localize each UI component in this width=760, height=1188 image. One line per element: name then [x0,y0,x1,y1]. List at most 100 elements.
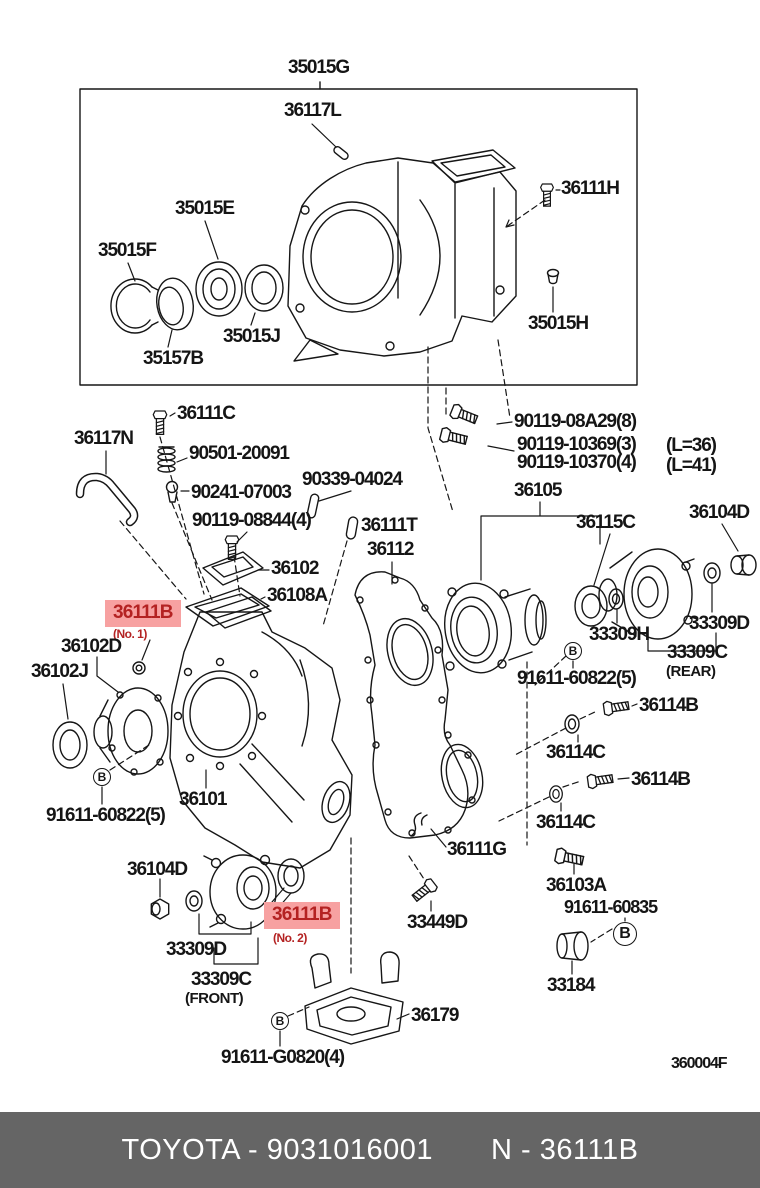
part-label-36108a: 36108A [267,585,328,606]
part-label-36114c: 36114C [536,812,596,833]
nut-36104d-front [150,878,170,920]
bearing-36115c [574,533,611,627]
part-label-90241-07003: 90241-07003 [191,482,292,503]
part-label-90119-10369(3): 90119-10369(3) [517,434,637,455]
part-label-33309d: 33309D [689,613,750,634]
bearing-35015e [195,261,243,317]
clip-36111g [410,812,447,848]
part-label-35015g: 35015G [288,57,350,78]
washer-33309d-front [185,890,203,912]
seal-36111b-no2 [271,858,305,908]
tube-36117n [75,450,139,527]
ring-33309h [608,588,624,624]
part-label-36117n: 36117N [74,428,134,449]
collar-36104d-rear [721,523,757,576]
pin-36111t [345,516,359,540]
part-label-36114c: 36114C [546,742,606,763]
bolt-36114b-1 [602,697,638,717]
part-label-36111b: 36111B [264,902,340,929]
part-label-36114b: 36114B [639,695,699,716]
part-label-36117l: 36117L [284,100,342,121]
part-label-36111c: 36111C [177,403,236,424]
part-label-91611-60822(5): 91611-60822(5) [517,668,637,689]
front-case-36101 [169,596,353,869]
part-label-(l=36): (L=36) [666,435,717,456]
bolt-36111h [540,183,554,207]
retainer-36102d [93,656,169,776]
part-label-36114b: 36114B [631,769,691,790]
bracket-36105 [480,501,601,581]
snap-ring-35015f [110,278,159,334]
damper-33184 [556,917,626,975]
bolt-36114b-2 [586,770,630,790]
stone-guard-36179 [304,951,410,1045]
part-label-35015e: 35015E [175,198,235,219]
circled-b-marker: B [564,642,582,660]
part-label-36111b: 36111B [105,600,181,627]
part-label-91611-60835: 91611-60835 [564,897,658,917]
part-label-90119-08a29(8): 90119-08A29(8) [514,411,637,432]
grommet-36114c-2 [549,785,563,812]
part-label-36115c: 36115C [576,512,636,533]
part-label-35015f: 35015F [98,240,157,261]
part-label-91611-g0820(4): 91611-G0820(4) [221,1047,345,1068]
chain-cover-36112 [354,561,484,839]
part-label-33184: 33184 [547,975,595,996]
part-label-36101: 36101 [179,789,227,810]
pin-36117l [333,146,349,160]
part-label-360004f: 360004F [671,1055,728,1072]
part-label-36103a: 36103A [546,875,607,896]
plug-35015h [546,268,560,285]
race-35157b [156,277,194,331]
part-label-91611-60822(5): 91611-60822(5) [46,805,166,826]
circled-b-marker: B [613,922,637,946]
part-label-36105: 36105 [514,480,562,501]
dashed-leader-lines [109,339,613,1017]
part-label-35157b: 35157B [143,348,204,369]
spring-90501 [157,446,188,473]
marker-leader-lines [101,660,574,1047]
part-sublabel: (No. 2) [273,931,307,945]
part-label-36112: 36112 [367,539,414,560]
part-label-36179: 36179 [411,1005,459,1026]
circled-b-marker: B [93,768,111,786]
seal-36102j [52,683,88,769]
part-label-36104d: 36104D [127,859,188,880]
part-label-36111t: 36111T [361,515,418,536]
footer-part-reference: N - 36111B [491,1133,639,1166]
part-label-90119-10370(4): 90119-10370(4) [517,452,637,473]
part-label-33309h: 33309H [589,624,650,645]
extension-housing [287,149,517,362]
bolt-90119-08844 [224,531,248,561]
part-label-35015j: 35015J [223,326,281,347]
part-label-90119-08844(4): 90119-08844(4) [192,510,312,531]
rear-flange-33309c [598,548,717,652]
bolt-90119-10369 [438,426,515,452]
part-label-33449d: 33449D [407,912,468,933]
part-label-36102: 36102 [271,558,319,579]
part-label-90501-20091: 90501-20091 [189,443,290,464]
part-label-90339-04024: 90339-04024 [302,469,403,490]
bolt-90119-08a29 [448,402,513,428]
washer-33309d-rear [703,562,721,613]
leader-lines-top [127,123,561,348]
footer-catalog-number: TOYOTA - 9031016001 [121,1133,434,1166]
part-label-(l=41): (L=41) [666,455,717,476]
part-label-33309d: 33309D [166,939,227,960]
cover-plate-36102 [202,551,270,586]
part-label-33309c: 33309C [191,969,252,990]
part-label-36111g: 36111G [447,839,507,860]
seal-36111b-no1 [132,639,151,675]
part-sublabel: (FRONT) [185,990,244,1007]
extension-housing-box [79,81,638,386]
part-label-35015h: 35015H [528,313,589,334]
bolt-36111c [152,410,176,436]
bolt-33449d [409,876,440,912]
rear-case-ring [444,582,547,674]
grommet-36114c-1 [564,714,580,743]
part-label-36102j: 36102J [31,661,89,682]
pin-90339 [306,490,352,519]
part-label-33309c: 33309C [667,642,728,663]
